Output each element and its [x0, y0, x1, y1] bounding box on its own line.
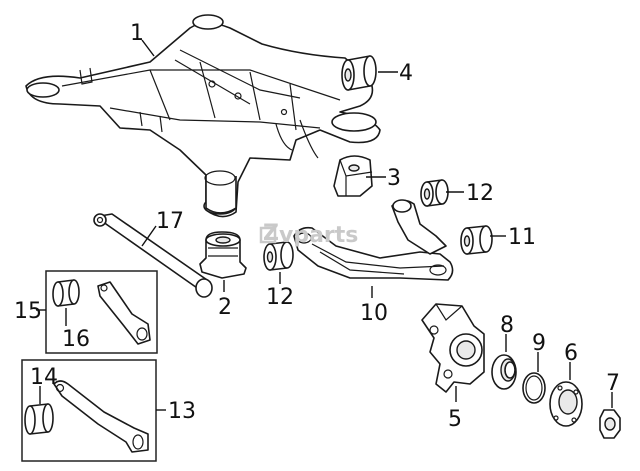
watermark-prefix: Z	[263, 221, 279, 246]
watermark-logo-icon	[259, 226, 277, 244]
link-17	[93, 213, 213, 298]
callout-1: 1	[130, 21, 144, 46]
bearing-8	[491, 354, 517, 390]
bushing-16	[52, 279, 80, 307]
bushing-14	[24, 403, 54, 435]
mount-2	[199, 231, 247, 279]
callout-15: 15	[14, 299, 42, 324]
knuckle-5	[421, 303, 485, 393]
bushing-4	[341, 55, 377, 91]
callout-14: 14	[30, 365, 58, 390]
link-13	[53, 380, 149, 453]
callout-7: 7	[606, 371, 620, 396]
hub-6	[549, 381, 583, 427]
callout-9: 9	[532, 331, 546, 356]
bushing-11	[460, 225, 493, 255]
control-arm-10	[293, 199, 454, 281]
link-15	[97, 281, 151, 345]
callout-12-upper: 12	[466, 181, 494, 206]
callout-5: 5	[448, 407, 462, 432]
callout-13: 13	[168, 399, 196, 424]
callout-17: 17	[156, 209, 184, 234]
callout-2: 2	[218, 295, 232, 320]
bushing-12-upper	[420, 179, 449, 207]
callout-3: 3	[387, 166, 401, 191]
callout-labels: 1 4 3 12 17 11 2 12 10 15 16 8 9 6 14 13…	[14, 21, 620, 432]
bushing-12-lower	[263, 241, 294, 271]
subframe-part	[25, 14, 381, 218]
watermark: Z vparts	[259, 221, 358, 248]
group-frame-15	[45, 270, 158, 354]
callout-6: 6	[564, 341, 578, 366]
callout-8: 8	[500, 313, 514, 338]
callout-10: 10	[360, 301, 388, 326]
watermark-text: vparts	[279, 223, 358, 248]
callout-12-lower: 12	[266, 285, 294, 310]
callout-16: 16	[62, 327, 90, 352]
callout-4: 4	[399, 61, 413, 86]
snap-ring-9	[522, 372, 546, 404]
nut-7	[599, 409, 621, 439]
callout-11: 11	[508, 225, 536, 250]
mount-3	[333, 155, 373, 197]
leader-lines	[36, 39, 613, 411]
